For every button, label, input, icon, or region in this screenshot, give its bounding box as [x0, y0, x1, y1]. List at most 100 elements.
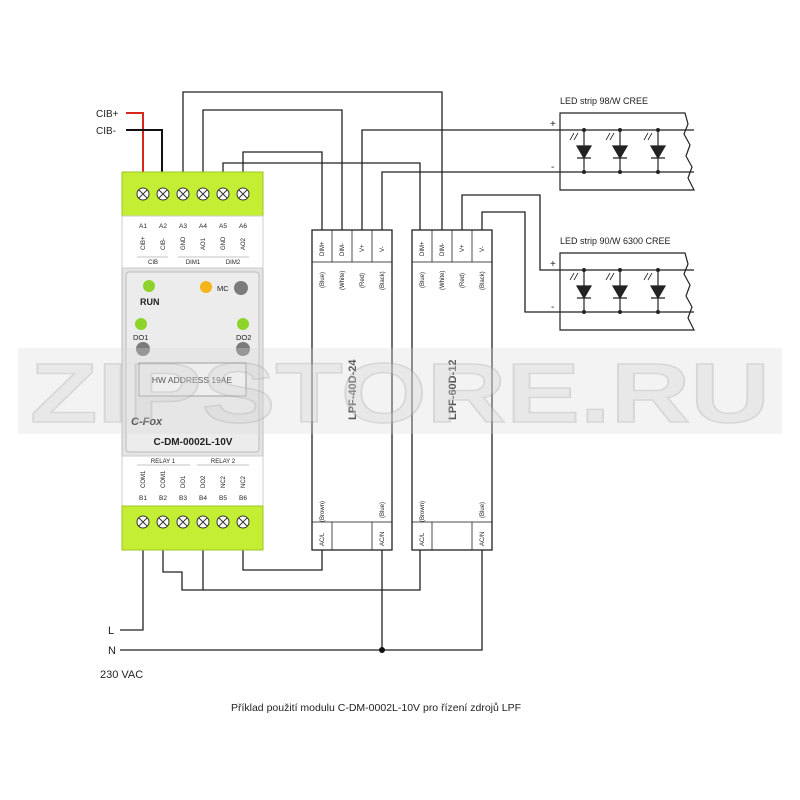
psu2-name: LPF-60D-12 — [447, 359, 459, 420]
psu2-vminus-wire — [481, 211, 560, 313]
screw-icon — [236, 187, 250, 201]
signal-do1: DO1 — [181, 475, 187, 488]
psu1-color-brown: (Brown) — [320, 501, 326, 522]
psu1-in-dim-plus: DIM+ — [320, 241, 326, 256]
psu1-vplus-wire — [361, 129, 560, 230]
psu2-color-brown: (Brown) — [420, 501, 426, 522]
hw-address-box — [138, 362, 247, 397]
psu1-in-vplus: V+ — [360, 244, 366, 252]
diode-icon — [605, 268, 629, 314]
mc-label: MC — [217, 284, 229, 293]
dimmer-module: A1 A2 A3 A4 A5 A6 CIB+ CIB- GND AO1 GND … — [121, 171, 264, 551]
psu2-vplus-wire — [461, 194, 560, 271]
psu1-color-red: (Red) — [360, 273, 366, 288]
psu1-in-dim-minus: DIM- — [340, 243, 346, 256]
watermark: ZIPSTORE.RU — [18, 345, 782, 441]
cib-plus-label: CIB+ — [96, 109, 119, 120]
signal-do2: DO2 — [201, 475, 207, 488]
screw-icon — [136, 187, 150, 201]
screw-icon — [176, 515, 190, 529]
strip1-plus: + — [550, 119, 556, 130]
psu2-in-dim-minus: DIM- — [440, 243, 446, 256]
screw-icon — [216, 515, 230, 529]
psu1-color-white: (White) — [340, 271, 346, 290]
caption: Příklad použití modulu C-DM-0002L-10V pr… — [231, 702, 521, 714]
relay2-label: RELAY 2 — [211, 459, 236, 465]
do1-led — [135, 318, 147, 330]
screw-icon — [156, 515, 170, 529]
psu2-color-black: (Black) — [480, 271, 486, 290]
wires — [120, 91, 560, 653]
mains-voltage-label: 230 VAC — [100, 669, 143, 681]
do2-led-grey — [236, 342, 250, 356]
cib-minus-wire — [126, 129, 163, 172]
signal-com1-b: COM1 — [161, 470, 167, 488]
psu1-name: LPF-40D-24 — [347, 359, 359, 420]
relay-b4-psu1-wire — [242, 550, 323, 571]
mains-neutral-wire — [120, 550, 483, 651]
led-strip-1: LED strip 98/W CREE + - — [550, 96, 695, 191]
bottom-screws — [136, 515, 250, 529]
screw-icon — [216, 187, 230, 201]
screw-icon — [156, 187, 170, 201]
diode-icon — [569, 268, 593, 314]
screw-icon — [196, 515, 210, 529]
front-panel — [125, 271, 260, 453]
group-cib: CIB — [148, 260, 158, 266]
psu2-color-blue: (Blue) — [420, 272, 426, 288]
cfox-logo: C-Fox — [131, 416, 163, 428]
signal-ao2: AO2 — [241, 237, 247, 250]
diode-icon — [569, 128, 593, 174]
psu-lpf-60d-12: DIM+ DIM- V+ V- (Blue) (White) (Red) (Bl… — [411, 229, 493, 551]
psu1-vminus-wire — [381, 171, 560, 230]
cib-plus-wire — [126, 112, 144, 172]
psu2-color-blue-ac: (Blue) — [480, 502, 486, 518]
screw-icon — [196, 187, 210, 201]
relay1-label: RELAY 1 — [151, 459, 176, 465]
diode-icon — [605, 128, 629, 174]
psu1-color-black: (Black) — [380, 271, 386, 290]
bottom-label-strip — [121, 455, 264, 507]
psu1-in-vminus: V- — [380, 246, 386, 252]
strip2-title: LED strip 90/W 6300 CREE — [560, 236, 671, 246]
do1-led-grey — [136, 342, 150, 356]
psu2-in-vplus: V+ — [460, 244, 466, 252]
ao2-dim-wire — [242, 151, 323, 230]
strip1-outline — [559, 112, 695, 191]
pin-a3: A3 — [179, 223, 187, 230]
pin-b4: B4 — [199, 495, 207, 502]
pin-a2: A2 — [159, 223, 167, 230]
strip1-minus: - — [551, 162, 554, 173]
do2-led — [237, 318, 249, 330]
top-label-strip — [121, 215, 264, 269]
signal-gnd-2: GND — [221, 236, 227, 250]
pin-a5: A5 — [219, 223, 227, 230]
pin-b6: B6 — [239, 495, 247, 502]
mains-line-label: L — [108, 625, 114, 637]
run-led — [143, 280, 155, 292]
strip2-plus: + — [550, 259, 556, 270]
hw-address: HW ADDRESS 19AE — [152, 375, 233, 385]
screw-icon — [136, 515, 150, 529]
group-dim1: DIM1 — [186, 260, 201, 266]
pin-a1: A1 — [139, 223, 147, 230]
psu1-ac-n: AC/N — [380, 532, 386, 546]
led-strip-2: LED strip 90/W 6300 CREE + - — [550, 236, 695, 331]
psu2-ac-l: AC/L — [420, 532, 426, 546]
signal-com1-a: COM1 — [141, 470, 147, 488]
group-dim2: DIM2 — [226, 260, 241, 266]
do1-label: DO1 — [133, 333, 148, 342]
signal-gnd-1: GND — [181, 236, 187, 250]
watermark-text: ZIPSTORE.RU — [30, 346, 770, 440]
neutral-junction — [379, 647, 385, 653]
strip2-minus: - — [551, 302, 554, 313]
cib-minus-label: CIB- — [96, 126, 116, 137]
psu1-color-blue: (Blue) — [320, 272, 326, 288]
screw-icon — [236, 515, 250, 529]
pin-a4: A4 — [199, 223, 207, 230]
top-screws — [136, 187, 250, 201]
pin-b2: B2 — [159, 495, 167, 502]
mc-led-grey — [234, 281, 248, 295]
run-label: RUN — [140, 297, 160, 307]
